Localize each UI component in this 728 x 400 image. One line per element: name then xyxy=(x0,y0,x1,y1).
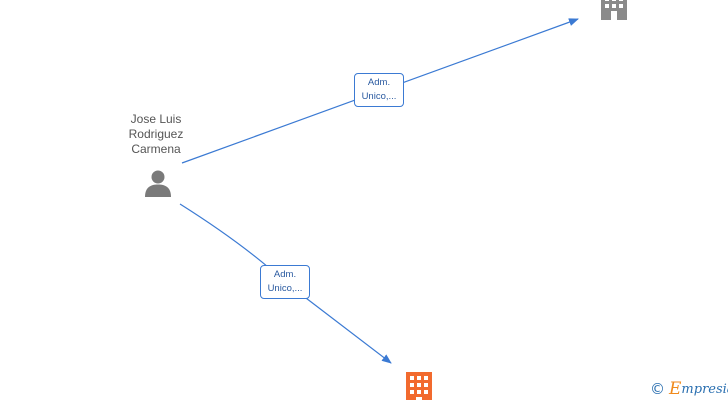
edge-label-bottom-line2: Unico,... xyxy=(267,283,303,294)
building-icon-bottom[interactable] xyxy=(404,372,434,400)
brand-initial: E xyxy=(669,379,682,399)
person-name-line3: Carmena xyxy=(131,142,181,156)
edge-label-top-line2: Unico,... xyxy=(361,91,397,102)
brand-name: mpresia xyxy=(681,381,728,397)
edge-label-top-line1: Adm. xyxy=(367,77,391,88)
copyright-icon: © xyxy=(650,380,665,398)
edge-label-top[interactable]: Adm. Unico,... xyxy=(354,73,404,107)
person-name[interactable]: Jose Luis Rodriguez Carmena xyxy=(110,112,202,157)
person-icon[interactable] xyxy=(143,168,173,198)
building-icon-top[interactable] xyxy=(599,0,629,20)
person-name-line1: Jose Luis xyxy=(130,112,182,126)
edge-label-bottom[interactable]: Adm. Unico,... xyxy=(260,265,310,299)
person-name-line2: Rodriguez xyxy=(128,127,184,141)
brand-logo: © Empresia xyxy=(650,379,728,399)
edge-label-bottom-line1: Adm. xyxy=(273,269,297,280)
